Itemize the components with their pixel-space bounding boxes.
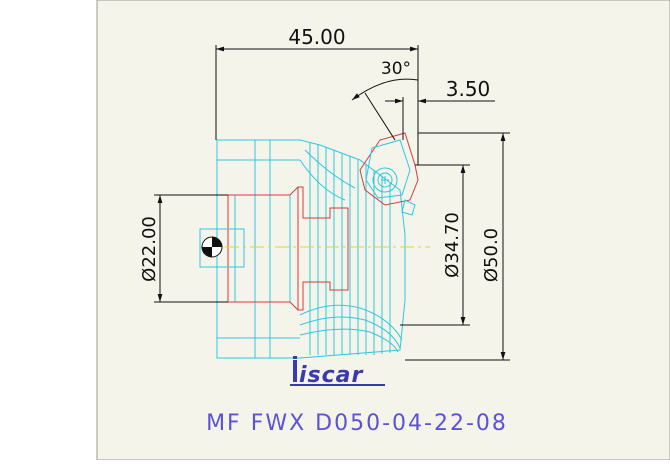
center-mark-symbol bbox=[199, 228, 245, 268]
dim-shank-text: Ø22.00 bbox=[139, 216, 160, 282]
dim-offset-text: 3.50 bbox=[446, 77, 491, 101]
dim-length-text: 45.00 bbox=[288, 25, 345, 49]
shank-bore-outline bbox=[227, 186, 349, 311]
cutter-body bbox=[216, 139, 406, 359]
dim-inner-text: Ø34.70 bbox=[442, 212, 463, 278]
dim-angle-text: 30° bbox=[381, 59, 411, 79]
logo-text: iscar bbox=[299, 363, 364, 388]
dim-outer-text: Ø50.0 bbox=[481, 228, 502, 282]
dim-angle-ref bbox=[364, 92, 396, 141]
cutting-insert bbox=[359, 132, 419, 216]
drawing-sheet bbox=[96, 0, 670, 461]
iscar-logo: iscar bbox=[290, 356, 385, 388]
dim-angle-arc bbox=[351, 78, 419, 101]
part-number: MF FWX D050-04-22-08 bbox=[206, 411, 508, 436]
